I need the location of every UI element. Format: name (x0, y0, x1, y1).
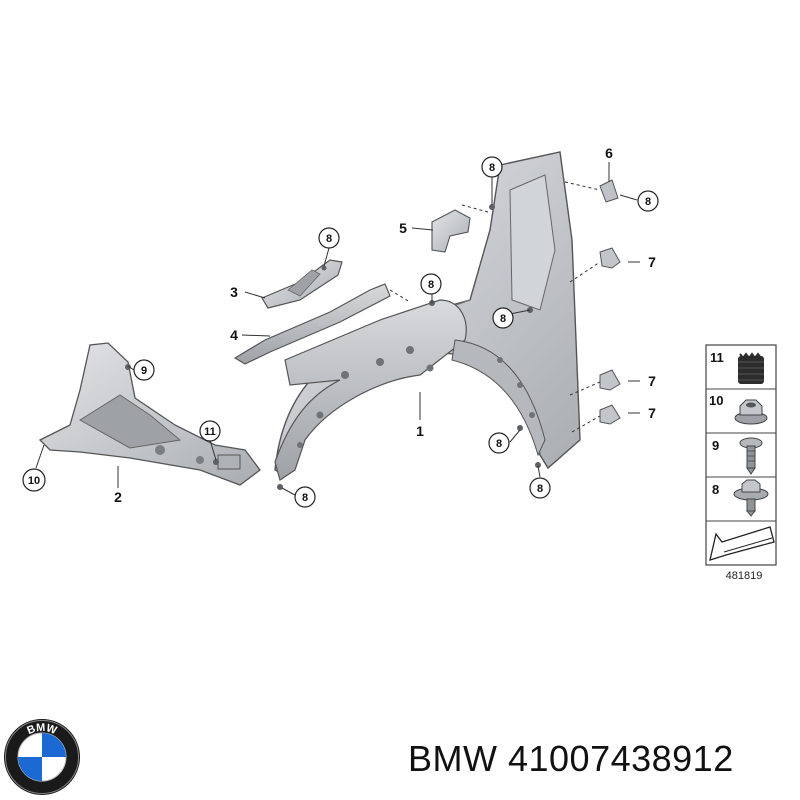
callout-11: 11 (199, 420, 221, 442)
callout-number: 8 (428, 279, 434, 291)
callout-number: 8 (500, 313, 506, 325)
bracket-7-middle (599, 369, 621, 391)
bracket-7-upper (599, 247, 621, 269)
callout-number: 8 (496, 438, 502, 450)
callout-8-clip: 8 (637, 190, 659, 212)
callout-number: 8 (645, 196, 651, 208)
legend-row-8: 8 (712, 479, 769, 517)
inner-apron-part (38, 342, 261, 486)
upper-bracket-part (261, 259, 343, 309)
callout-8-apron: 8 (294, 486, 316, 508)
callout-number: 8 (326, 233, 332, 245)
callout-number: 8 (302, 492, 308, 504)
part-label-4: 4 (230, 327, 238, 343)
callout-number: 8 (537, 483, 543, 495)
legend-number: 11 (710, 350, 724, 365)
callout-number: 11 (204, 426, 216, 438)
fastener-legend: 11 10 9 (705, 344, 777, 566)
part-label-7-upper: 7 (648, 254, 656, 270)
callout-8-fender: 8 (492, 307, 514, 329)
screw-icon (739, 437, 763, 475)
rail-part (233, 283, 391, 365)
part-label-2: 2 (114, 489, 122, 505)
part-label-6: 6 (605, 145, 613, 161)
callout-8-top: 8 (481, 156, 503, 178)
fastener-marks (125, 204, 541, 490)
clip-part (599, 179, 619, 203)
callout-8-rail: 8 (420, 273, 442, 295)
legend-number: 8 (712, 482, 719, 497)
part-label-7-middle: 7 (648, 373, 656, 389)
leader-lines (35, 162, 640, 496)
callout-8-arch: 8 (488, 432, 510, 454)
flange-screw-icon (733, 479, 769, 517)
part-label-5: 5 (399, 220, 407, 236)
bmw-logo: BMW (4, 719, 80, 795)
bracket-7-lower (599, 404, 621, 425)
legend-row-9: 9 (712, 437, 763, 475)
callout-number: 10 (28, 475, 40, 487)
callout-8-bottom: 8 (529, 477, 551, 499)
callout-number: 9 (141, 365, 147, 377)
part-label-7-lower: 7 (648, 405, 656, 421)
front-direction-arrow-icon (709, 526, 775, 561)
part-label-1: 1 (416, 423, 424, 439)
small-bracket-part (431, 209, 471, 253)
wheel-arch-structure (274, 299, 546, 481)
logo-letters: BMW (25, 722, 58, 737)
callout-8-bracket: 8 (318, 227, 340, 249)
legend-number: 9 (712, 438, 719, 453)
callout-10: 10 (22, 468, 46, 492)
legend-number: 10 (709, 393, 723, 408)
hex-nut-icon (734, 399, 768, 425)
part-number-caption: BMW 41007438912 (408, 738, 734, 779)
legend-row-11: 11 (710, 350, 764, 384)
callout-9: 9 (133, 359, 155, 381)
legend-row-10: 10 (709, 393, 768, 425)
push-clip-icon (738, 352, 764, 384)
part-label-3: 3 (230, 284, 238, 300)
diagram-id: 481819 (726, 570, 763, 582)
callout-number: 8 (489, 162, 495, 174)
